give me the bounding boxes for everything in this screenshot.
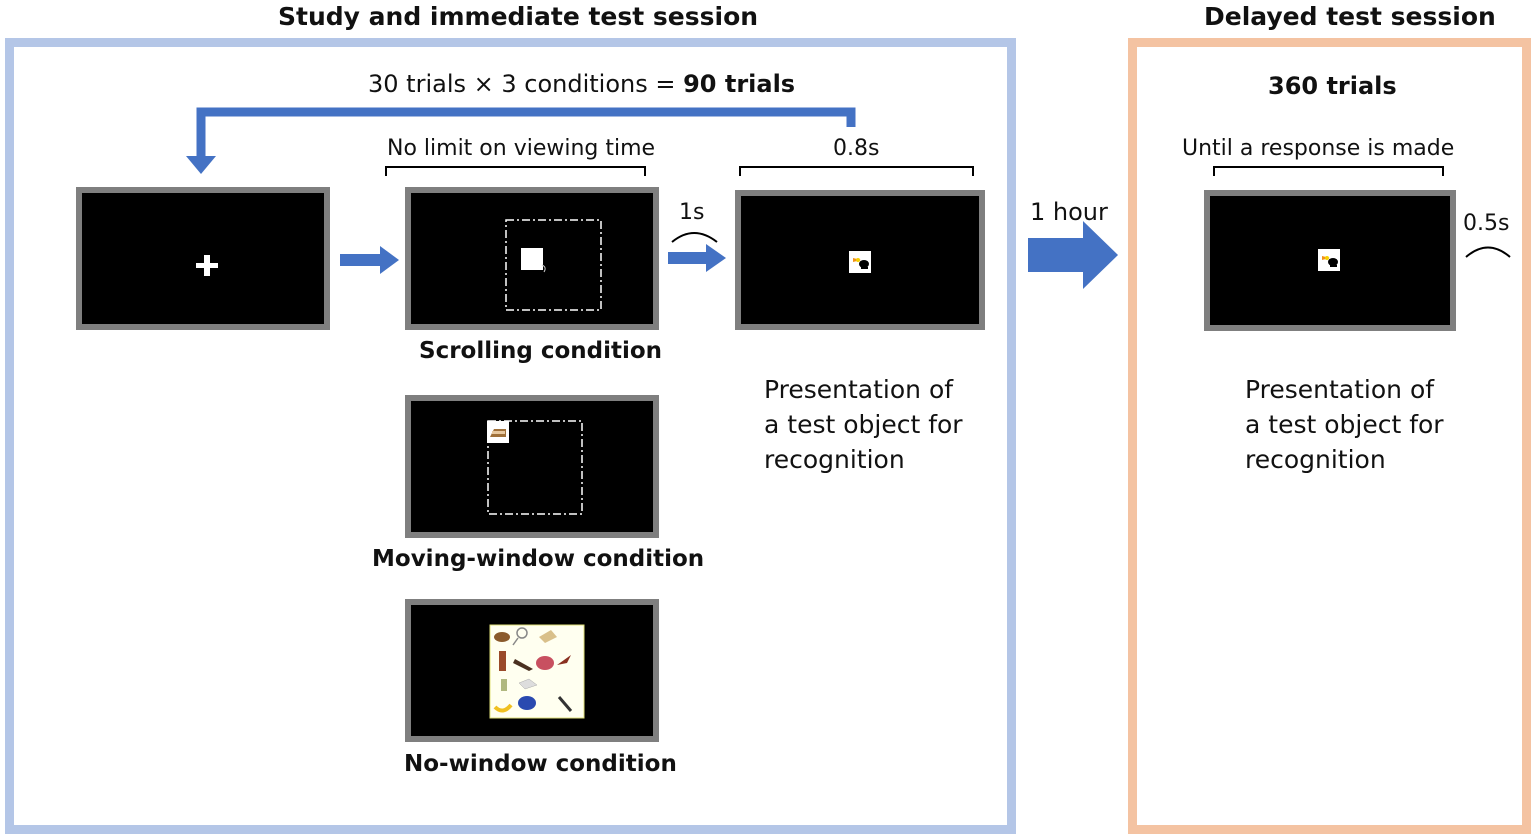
immediate-test-description: Presentation of a test object for recogn… bbox=[764, 372, 963, 477]
fixation-screen bbox=[76, 187, 330, 330]
delayed-trials-label: 360 trials bbox=[1268, 72, 1397, 100]
description-line: Presentation of bbox=[764, 375, 954, 404]
scrolling-window-frame bbox=[505, 219, 602, 311]
cake-icon bbox=[487, 421, 509, 443]
trials-total: 90 trials bbox=[683, 70, 796, 98]
delayed-test-description: Presentation of a test object for recogn… bbox=[1245, 372, 1444, 477]
moving-window-screen bbox=[405, 395, 659, 538]
test-duration-bracket bbox=[739, 166, 974, 176]
viewing-time-bracket bbox=[385, 166, 646, 176]
arrow-fixation-to-study-shaft bbox=[340, 254, 380, 266]
delay-arrow-head bbox=[1083, 221, 1118, 289]
delayed-session-panel bbox=[1128, 38, 1531, 834]
study-session-panel bbox=[5, 38, 1016, 834]
scrolling-window-icon bbox=[521, 248, 543, 270]
delay-label: 1 hour bbox=[1030, 198, 1108, 226]
description-line: a test object for bbox=[1245, 410, 1444, 439]
trials-count-label: 30 trials × 3 conditions = 90 trials bbox=[368, 70, 795, 98]
scrolling-screen bbox=[405, 187, 659, 330]
iti-label: 0.5s bbox=[1463, 211, 1510, 236]
moving-window-condition-label: Moving-window condition bbox=[372, 546, 705, 572]
object-array-icon bbox=[489, 624, 585, 719]
trials-count-text: 30 trials × 3 conditions = bbox=[368, 70, 684, 98]
scrolling-condition-label: Scrolling condition bbox=[419, 338, 663, 364]
description-line: recognition bbox=[764, 445, 905, 474]
test-duration-label: 0.8s bbox=[833, 136, 880, 161]
fixation-cross-icon bbox=[196, 255, 218, 276]
arrow-fixation-to-study-head bbox=[380, 246, 399, 274]
delayed-session-title: Delayed test session bbox=[1204, 2, 1496, 31]
response-label: Until a response is made bbox=[1182, 136, 1455, 161]
description-line: a test object for bbox=[764, 410, 963, 439]
toucan-icon bbox=[849, 251, 871, 273]
no-window-screen bbox=[405, 599, 659, 742]
viewing-time-label: No limit on viewing time bbox=[387, 136, 656, 161]
iti-arc bbox=[1465, 246, 1511, 258]
toucan-icon bbox=[1318, 249, 1340, 271]
description-line: recognition bbox=[1245, 445, 1386, 474]
loop-back-arrow bbox=[196, 107, 856, 158]
isi-arc bbox=[671, 232, 718, 243]
no-window-condition-label: No-window condition bbox=[404, 751, 677, 777]
arrow-study-to-test-head bbox=[706, 244, 726, 272]
isi-label: 1s bbox=[679, 200, 705, 225]
response-bracket bbox=[1213, 166, 1444, 176]
description-line: Presentation of bbox=[1245, 375, 1435, 404]
delayed-test-screen bbox=[1204, 190, 1456, 331]
study-session-title: Study and immediate test session bbox=[278, 2, 759, 31]
moving-window-frame bbox=[487, 420, 583, 515]
loop-back-arrowhead bbox=[186, 156, 216, 174]
test-object-screen bbox=[735, 190, 985, 330]
delay-arrow-shaft bbox=[1028, 238, 1083, 272]
arrow-study-to-test-shaft bbox=[668, 252, 706, 264]
